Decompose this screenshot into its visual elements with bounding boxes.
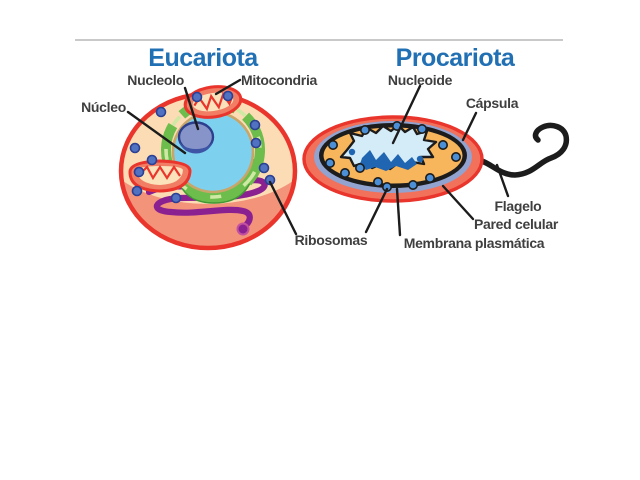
label-plasma-membrane: Membrana plasmática [404, 235, 545, 251]
ribosome-dot [437, 140, 448, 151]
eukaryote-bottom-shadow [123, 181, 293, 248]
leader-cell-wall [441, 184, 475, 221]
ribosome-dot [372, 177, 383, 188]
nucleolus [177, 121, 215, 154]
ribosome-dot [258, 162, 270, 174]
ribosome-dot [424, 173, 435, 184]
leader-capsule [461, 111, 478, 142]
leader-flagellum [495, 163, 510, 198]
golgi-end-vesicle [236, 222, 250, 236]
eukaryote-title: Eucariota [148, 44, 259, 72]
ribosome-dot [146, 154, 158, 166]
ribosome-dot [191, 91, 203, 103]
ribosome-dot [249, 119, 261, 131]
label-nucleus: Núcleo [81, 99, 126, 115]
ribosome-dot [133, 166, 145, 178]
ribosome-dot [416, 124, 427, 135]
nucleoid-dna [339, 123, 438, 171]
mitochondrion-left [128, 159, 192, 193]
nucleoid-dark-strands [360, 150, 417, 171]
leader-lines [126, 78, 510, 237]
label-cell-wall: Pared celular [474, 216, 559, 232]
label-mitochondria: Mitocondria [241, 72, 318, 88]
ribosome-dot [222, 90, 234, 102]
flagellum [467, 122, 570, 178]
ribosome-dot [339, 168, 350, 179]
ribosome-dot [131, 185, 143, 197]
ribosome-dot [407, 180, 418, 191]
ribosome-dot [170, 192, 182, 204]
eukaryote-cell-illustration [118, 85, 298, 251]
ribosome-dot [450, 152, 461, 163]
leader-nucleus [126, 110, 187, 155]
nucleolus-shading [179, 139, 213, 154]
label-capsule: Cápsula [466, 95, 519, 111]
ribosome-dot [327, 140, 338, 151]
ribosome-dot [155, 106, 167, 118]
leader-nucleolus [183, 86, 200, 131]
leader-ribosomes-left [268, 180, 298, 236]
ribosome-dot [250, 137, 262, 149]
ribosome-dot [324, 158, 335, 169]
label-nucleoid: Nucleoide [388, 72, 453, 88]
eukaryote-ribosome-dots [129, 90, 276, 204]
label-flagellum: Flagelo [495, 198, 542, 214]
prokaryote-title: Procariota [396, 44, 516, 72]
ribosome-dot [129, 142, 141, 154]
prokaryote-cell-illustration [302, 115, 570, 203]
leader-mitochondria [214, 78, 242, 96]
label-ribosomes: Ribosomas [295, 232, 368, 248]
ribosome-dot [354, 163, 365, 174]
ribosome-dot [359, 125, 370, 136]
leader-ribosomes-right [364, 187, 389, 234]
label-nucleolus: Nucleolo [127, 72, 184, 88]
leader-nucleoid [391, 84, 422, 145]
cristae-squiggle [139, 164, 181, 181]
leader-plasma-membrane [395, 187, 402, 237]
er-ring-highlight [164, 101, 262, 199]
